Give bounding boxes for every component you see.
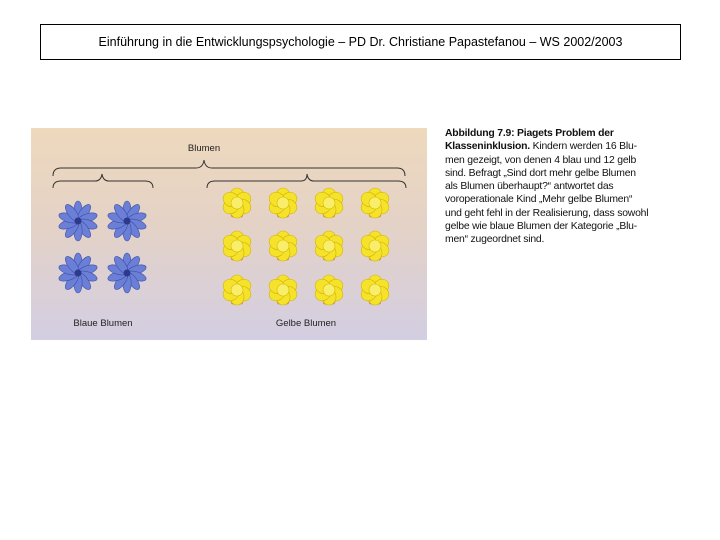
blue-flowers-group <box>58 201 148 293</box>
top-label: Blumen <box>188 143 220 154</box>
top-bracket <box>53 160 405 176</box>
caption-bold-text: Abbildung 7.9: Piagets Problem der <box>445 128 614 139</box>
header-title-box: Einführung in die Entwicklungspsychologi… <box>40 24 681 60</box>
yellow-flower <box>359 188 392 218</box>
yellow-flower <box>313 188 346 218</box>
caption-line: Abbildung 7.9: Piagets Problem der <box>445 127 677 140</box>
yellow-flower <box>221 275 254 305</box>
figure-illustration: Blumen Blaue Blumen Gelbe Blumen <box>31 128 427 340</box>
right-label: Gelbe Blumen <box>276 318 336 329</box>
caption-line: men gezeigt, von denen 4 blau und 12 gel… <box>445 154 677 167</box>
caption-text: men“ zugeordnet sind. <box>445 234 544 245</box>
blue-flower <box>107 201 148 241</box>
yellow-flowers-group <box>221 188 392 305</box>
caption-text: Kindern werden 16 Blu- <box>530 141 637 152</box>
yellow-flower <box>267 231 300 261</box>
yellow-flower <box>267 188 300 218</box>
figure-flower-classification: Blumen Blaue Blumen Gelbe Blumen <box>31 128 427 340</box>
caption-line: als Blumen überhaupt?“ antwortet das <box>445 180 677 193</box>
caption-line: und geht fehl in der Realisierung, dass … <box>445 207 677 220</box>
yellow-flower <box>267 275 300 305</box>
caption-text: sind. Befragt „Sind dort mehr gelbe Blum… <box>445 168 636 179</box>
blue-flower <box>107 253 148 293</box>
yellow-flower <box>359 231 392 261</box>
caption-text: voroperationale Kind „Mehr gelbe Blumen“ <box>445 194 632 205</box>
caption-text: und geht fehl in der Realisierung, dass … <box>445 208 648 219</box>
yellow-flower <box>313 231 346 261</box>
blue-flower <box>58 253 99 293</box>
left-bracket <box>53 174 153 188</box>
yellow-flower <box>221 231 254 261</box>
yellow-flower <box>221 188 254 218</box>
right-bracket <box>207 174 406 188</box>
yellow-flower <box>313 275 346 305</box>
caption-text: men gezeigt, von denen 4 blau und 12 gel… <box>445 155 636 166</box>
caption-line: sind. Befragt „Sind dort mehr gelbe Blum… <box>445 167 677 180</box>
left-label: Blaue Blumen <box>73 318 132 329</box>
yellow-flower <box>359 275 392 305</box>
blue-flower <box>58 201 99 241</box>
caption-bold-text: Klasseninklusion. <box>445 141 530 152</box>
caption-line: Klasseninklusion. Kindern werden 16 Blu- <box>445 140 677 153</box>
caption-line: men“ zugeordnet sind. <box>445 233 677 246</box>
caption-text: gelbe wie blaue Blumen der Kategorie „Bl… <box>445 221 637 232</box>
caption-line: voroperationale Kind „Mehr gelbe Blumen“ <box>445 193 677 206</box>
caption-text: als Blumen überhaupt?“ antwortet das <box>445 181 613 192</box>
header-title: Einführung in die Entwicklungspsychologi… <box>99 35 623 49</box>
caption-line: gelbe wie blaue Blumen der Kategorie „Bl… <box>445 220 677 233</box>
